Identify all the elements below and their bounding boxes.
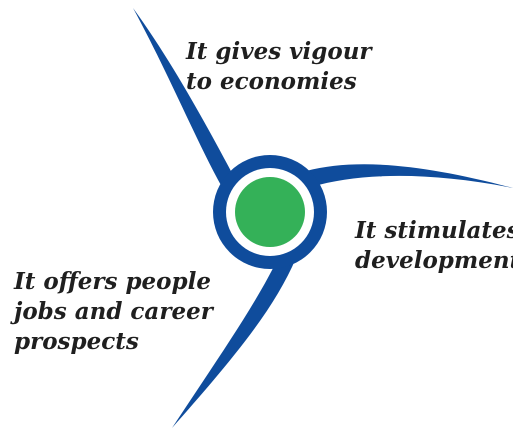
label-line: It stimulates [355, 217, 513, 244]
label-line: to economies [186, 68, 357, 95]
label-line: jobs and career [14, 298, 213, 325]
label-economies: It gives vigour to economies [186, 37, 372, 97]
label-jobs: It offers people jobs and career prospec… [14, 267, 213, 357]
label-line: development [355, 247, 513, 274]
center-dot [235, 177, 305, 247]
label-line: It offers people [14, 268, 211, 295]
swirl-blade-bottom [172, 250, 296, 428]
label-line: It gives vigour [186, 38, 372, 65]
swirl-blade-top [133, 8, 238, 194]
label-line: prospects [14, 328, 139, 355]
label-development: It stimulates development [355, 216, 513, 276]
swirl-blade-right [306, 164, 513, 188]
